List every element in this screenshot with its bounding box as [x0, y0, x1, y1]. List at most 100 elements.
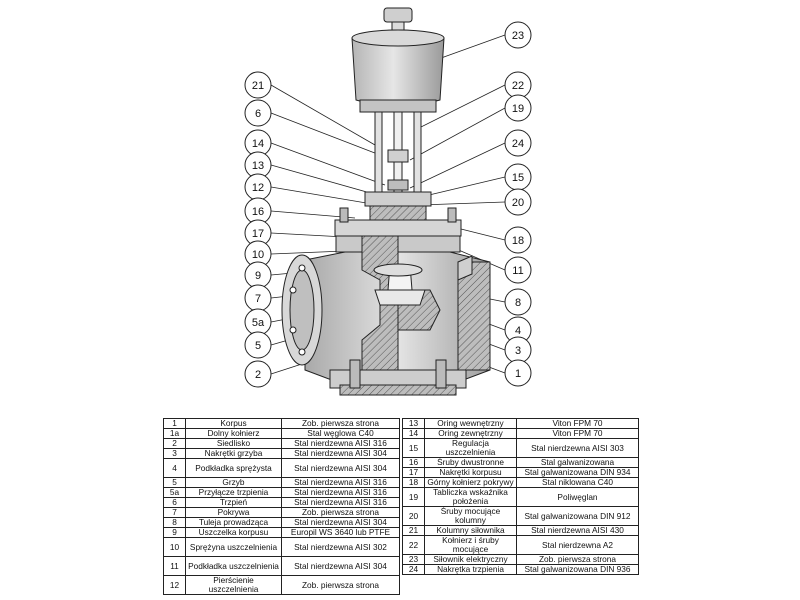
callout-label: 24	[512, 138, 524, 150]
callout-circle	[244, 331, 272, 359]
callout-label: 6	[255, 108, 261, 120]
part-material: Stal nierdzewna AISI 304	[281, 556, 400, 576]
callout-circle	[244, 71, 272, 99]
part-material: Stal węglowa C40	[281, 428, 400, 439]
part-material: Stal nierdzewna AISI 316	[281, 477, 400, 488]
part-number: 6	[163, 497, 186, 508]
callout-label: 5a	[252, 317, 265, 329]
callout-label: 22	[512, 80, 524, 92]
part-material: Stal nierdzewna A2	[516, 535, 639, 555]
part-name: Siedlisko	[185, 438, 282, 449]
part-number: 9	[163, 527, 186, 538]
part-material: Stal galwanizowana DIN 936	[516, 564, 639, 575]
part-number: 21	[402, 525, 425, 536]
part-name: Śruby dwustronne	[424, 457, 517, 468]
part-name: Siłownik elektryczny	[424, 554, 517, 565]
callout-circle	[244, 360, 272, 388]
callout-label: 15	[512, 172, 524, 184]
callout-label: 2	[255, 369, 261, 381]
part-name: Podkładka uszczelnienia	[185, 556, 282, 576]
part-number: 1a	[163, 428, 186, 439]
callout-circle	[504, 256, 532, 284]
part-name: Kołnierz i śruby mocujące	[424, 535, 517, 555]
part-material: Europil WS 3640 lub PTFE	[281, 527, 400, 538]
part-name: Przyłącze trzpienia	[185, 487, 282, 498]
part-name: Sprężyna uszczelnienia	[185, 537, 282, 557]
part-material: Stal nierdzewna AISI 302	[281, 537, 400, 557]
part-material: Stal nierdzewna AISI 316	[281, 497, 400, 508]
part-material: Stal nierdzewna AISI 316	[281, 438, 400, 449]
callout-label: 18	[512, 235, 524, 247]
callout-label: 10	[252, 249, 264, 261]
part-name: Nakrętki grzyba	[185, 448, 282, 459]
part-name: Oring zewnętrzny	[424, 428, 517, 439]
part-material: Stal nierdzewna AISI 304	[281, 517, 400, 528]
part-number: 20	[402, 506, 425, 526]
part-name: Tuleja prowadząca	[185, 517, 282, 528]
part-name: Śruby mocujące kolumny	[424, 506, 517, 526]
part-name: Grzyb	[185, 477, 282, 488]
callout-circle	[504, 188, 532, 216]
part-number: 4	[163, 458, 186, 478]
part-number: 5a	[163, 487, 186, 498]
callouts-right	[504, 21, 532, 387]
part-material: Zob. pierwsza strona	[516, 554, 639, 565]
callout-circle	[244, 99, 272, 127]
callout-circle	[504, 21, 532, 49]
part-material: Stal nierdzewna AISI 304	[281, 458, 400, 478]
callout-labels-right: 23 22 19 24 15 20 18 11 8 4 3 1	[512, 30, 524, 380]
callout-label: 16	[252, 206, 264, 218]
part-number: 18	[402, 477, 425, 488]
part-material: Stal niklowana C40	[516, 477, 639, 488]
callout-label: 14	[252, 138, 264, 150]
part-material: Zob. pierwsza strona	[281, 418, 400, 429]
part-number: 11	[163, 556, 186, 576]
callout-circle	[504, 288, 532, 316]
valve-drawing	[281, 7, 491, 396]
callout-label: 7	[255, 293, 261, 305]
part-name: Trzpień	[185, 497, 282, 508]
part-number: 5	[163, 477, 186, 488]
part-number: 13	[402, 418, 425, 429]
part-number: 2	[163, 438, 186, 449]
callout-label: 12	[252, 182, 264, 194]
part-material: Zob. pierwsza strona	[281, 575, 400, 595]
part-material: Viton FPM 70	[516, 428, 639, 439]
part-number: 7	[163, 507, 186, 518]
part-number: 3	[163, 448, 186, 459]
part-number: 23	[402, 554, 425, 565]
part-name: Uszczelka korpusu	[185, 527, 282, 538]
callout-circle	[504, 359, 532, 387]
callout-label: 5	[255, 340, 261, 352]
part-number: 14	[402, 428, 425, 439]
callout-label: 13	[252, 160, 264, 172]
callout-label: 11	[512, 265, 523, 277]
callout-label: 20	[512, 197, 524, 209]
callout-label: 8	[515, 297, 521, 309]
callout-label: 19	[512, 103, 524, 115]
part-number: 22	[402, 535, 425, 555]
callout-label: 1	[515, 368, 521, 380]
part-name: Podkładka sprężysta	[185, 458, 282, 478]
part-number: 12	[163, 575, 186, 595]
part-number: 15	[402, 438, 425, 458]
part-material: Stal galwanizowana	[516, 457, 639, 468]
